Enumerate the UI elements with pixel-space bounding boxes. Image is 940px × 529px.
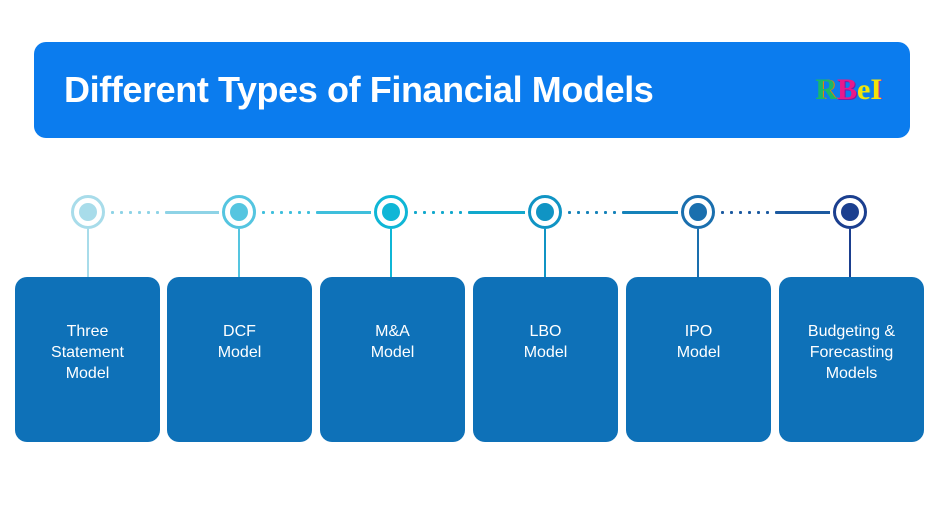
brand-logo: RBeI: [815, 75, 882, 105]
timeline-connector-solid-1-2: [166, 211, 219, 214]
timeline-connector-solid-5-6: [776, 211, 830, 214]
card-ipo-model[interactable]: IPO Model: [626, 277, 771, 442]
card-dcf-model[interactable]: DCF Model: [167, 277, 312, 442]
timeline-dot-icon-6[interactable]: [833, 195, 867, 229]
timeline-stem-3: [389, 229, 393, 277]
logo-letter-e: e: [856, 73, 871, 106]
timeline-connector-dotted-1-2: [108, 211, 166, 214]
card-label-lbo-model: LBO Model: [523, 323, 568, 362]
card-row: Three Statement Model DCF Model M&A Model L…: [0, 277, 940, 442]
logo-letter-i: I: [870, 73, 882, 106]
card-lbo-model[interactable]: LBO Model: [473, 277, 618, 442]
timeline-stem-6: [848, 229, 852, 277]
timeline-connector-dotted-3-4: [411, 211, 470, 214]
card-budgeting-forecasting[interactable]: Budgeting & Forecasting Models: [779, 277, 924, 442]
card-three-statement-model[interactable]: Three Statement Model: [15, 277, 160, 442]
timeline-dot-icon-5[interactable]: [681, 195, 715, 229]
timeline-dot-icon-1[interactable]: [71, 195, 105, 229]
timeline-stem-2: [237, 229, 241, 277]
card-ma-model[interactable]: M&A Model: [320, 277, 465, 442]
timeline-connector-dotted-5-6: [718, 211, 776, 214]
timeline-dot-icon-3[interactable]: [374, 195, 408, 229]
timeline-track: [0, 190, 940, 290]
header-banner: Different Types of Financial Models RBeI: [34, 42, 910, 138]
timeline-dot-icon-2[interactable]: [222, 195, 256, 229]
card-label-ipo-model: IPO Model: [676, 323, 721, 362]
timeline-stem-4: [543, 229, 547, 277]
timeline-stem-1: [86, 229, 90, 277]
timeline-dot-core-6: [841, 203, 859, 221]
timeline-dot-core-2: [230, 203, 248, 221]
timeline-dot-icon-4[interactable]: [528, 195, 562, 229]
timeline-connector-solid-2-3: [317, 211, 371, 214]
card-label-budgeting-forecasting: Budgeting & Forecasting Models: [807, 323, 896, 383]
logo-letter-b: B: [836, 73, 857, 106]
timeline-dot-core-4: [536, 203, 554, 221]
timeline-dot-core-5: [689, 203, 707, 221]
timeline-connector-dotted-4-5: [565, 211, 624, 214]
card-label-dcf-model: DCF Model: [217, 323, 262, 362]
timeline-stem-5: [696, 229, 700, 277]
timeline-connector-dotted-2-3: [259, 211, 317, 214]
timeline-dot-core-3: [382, 203, 400, 221]
logo-letter-r: R: [815, 73, 837, 106]
page-title: Different Types of Financial Models: [64, 69, 654, 110]
timeline-connector-solid-4-5: [624, 211, 678, 214]
card-label-three-statement-model: Three Statement Model: [51, 323, 124, 383]
card-label-ma-model: M&A Model: [370, 323, 415, 362]
timeline-dot-core-1: [79, 203, 97, 221]
timeline-connector-solid-3-4: [470, 211, 525, 214]
